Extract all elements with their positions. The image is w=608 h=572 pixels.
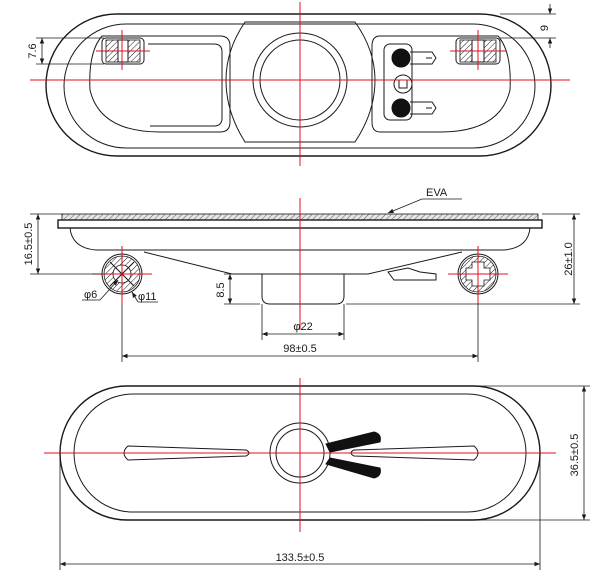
- bottom-view-left-slot: [123, 445, 250, 461]
- eva-leader: EVA: [387, 187, 462, 214]
- top-view: 7.6 9: [27, 2, 570, 166]
- top-view-center-frame: [225, 21, 376, 143]
- dim-top-right: 9: [500, 4, 556, 48]
- top-view-left-window: [89, 35, 231, 133]
- dim-side-right-height-label: 26±1.0: [563, 242, 575, 276]
- side-view-terminal: [387, 267, 437, 281]
- dim-bottom-width-label: 36.5±0.5: [569, 434, 581, 477]
- dim-top-left-label: 7.6: [27, 43, 39, 58]
- dim-hole-pitch: 98±0.5: [121, 304, 479, 362]
- side-view-magnet: [261, 274, 345, 305]
- bottom-view: 36.5±0.5 133.5±0.5: [44, 378, 590, 570]
- dim-bottom-length-label: 133.5±0.5: [276, 552, 325, 564]
- dim-hole-small: φ6: [82, 279, 119, 301]
- dim-hole-pitch-label: 98±0.5: [283, 343, 317, 355]
- dim-hole-small-label: φ6: [84, 289, 97, 301]
- dim-top-left: 7.6: [27, 37, 104, 65]
- bottom-view-lead-wire-lower: [325, 457, 381, 479]
- top-view-outer-outline: [45, 13, 552, 157]
- dim-neck: φ22: [261, 304, 345, 340]
- dim-bottom-length: 133.5±0.5: [59, 453, 541, 570]
- dim-side-right-height: 26±1.0: [346, 213, 580, 305]
- top-view-left-window-inner: [148, 43, 223, 127]
- dim-top-right-label: 9: [539, 25, 551, 31]
- top-view-terminal-block: [383, 43, 437, 121]
- top-view-right-window: [371, 35, 511, 133]
- dim-side-left-height: 16.5±0.5: [23, 213, 102, 275]
- eva-label: EVA: [426, 187, 448, 199]
- bottom-view-lead-wire-upper: [325, 431, 381, 453]
- dim-hole-large-label: φ11: [138, 291, 157, 303]
- dim-bottom-width: 36.5±0.5: [430, 385, 590, 521]
- dim-hole-large: φ11: [131, 291, 158, 303]
- dim-side-step-label: 8.5: [215, 282, 227, 297]
- dim-side-step: 8.5: [215, 273, 260, 305]
- bottom-view-right-slot: [350, 445, 479, 461]
- dim-neck-label: φ22: [293, 321, 312, 333]
- dim-side-left-height-label: 16.5±0.5: [23, 223, 35, 266]
- side-view: EVA 16.5±0.5 26±1.0 8.5 φ6: [23, 187, 580, 362]
